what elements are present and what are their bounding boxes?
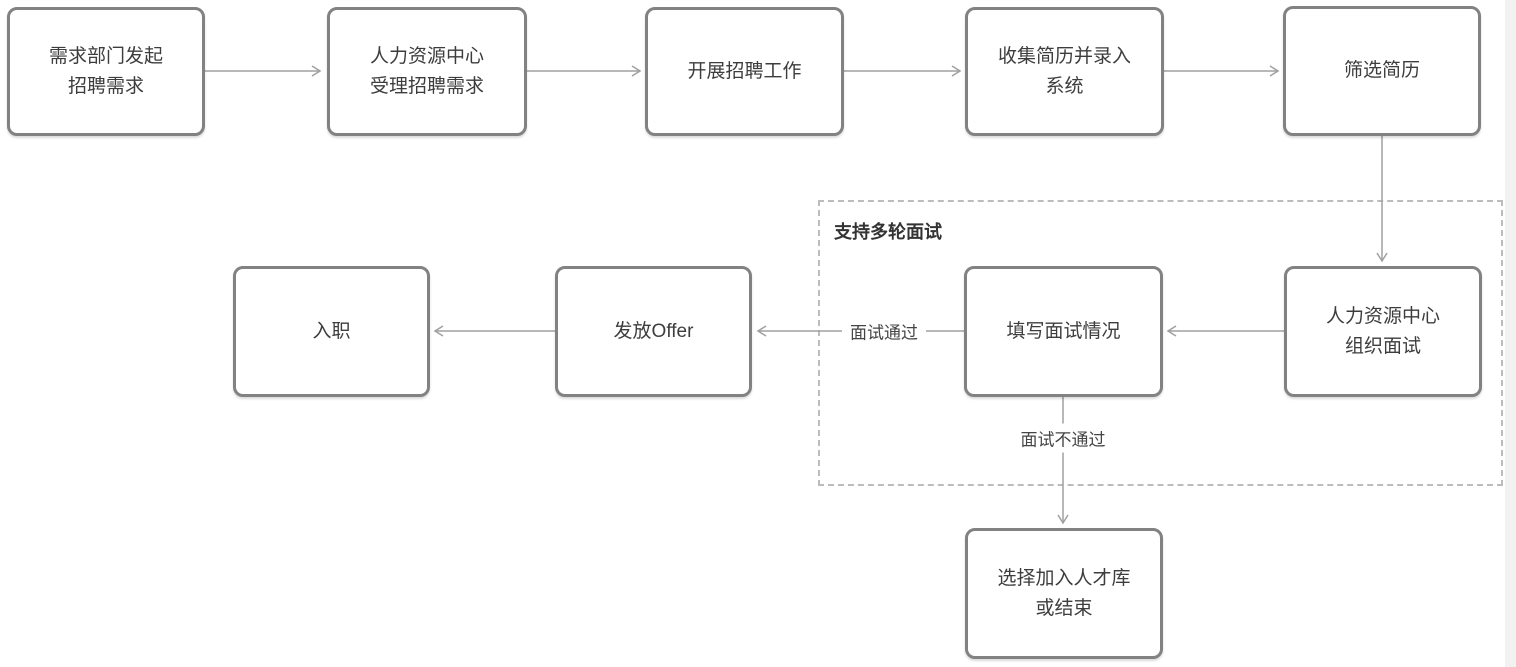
node-onboarding: 入职 [233,266,430,397]
node-initiate-request: 需求部门发起 招聘需求 [7,7,205,136]
node-talent-pool-or-end: 选择加入人才库 或结束 [965,528,1163,659]
edge-label-interview-pass: 面试通过 [842,316,926,346]
node-fill-interview-result: 填写面试情况 [964,266,1163,397]
node-screen-resumes: 筛选简历 [1283,6,1481,136]
node-initiate-request-label: 需求部门发起 招聘需求 [48,45,163,97]
node-organize-interview-label: 人力资源中心 组织面试 [1325,305,1440,357]
node-carry-out-recruitment-label: 开展招聘工作 [687,60,802,82]
node-screen-resumes-label: 筛选简历 [1343,60,1420,81]
edge-label-interview-fail: 面试不通过 [1012,423,1114,453]
node-organize-interview: 人力资源中心 组织面试 [1284,266,1482,397]
node-hr-accept-request-label: 人力资源中心 受理招聘需求 [369,45,484,97]
node-send-offer-label: 发放Offer [613,320,694,342]
node-onboarding-label: 入职 [312,320,351,342]
interview-rounds-group-label: 支持多轮面试 [834,222,942,242]
node-carry-out-recruitment: 开展招聘工作 [645,7,844,136]
node-hr-accept-request: 人力资源中心 受理招聘需求 [327,7,527,136]
node-collect-resumes-label: 收集简历并录入 系统 [997,45,1131,97]
node-send-offer: 发放Offer [555,266,752,397]
node-fill-interview-result-label: 填写面试情况 [1006,320,1121,342]
canvas-right-edge [1505,0,1516,667]
node-talent-pool-or-end-label: 选择加入人才库 或结束 [997,567,1131,619]
interview-rounds-group: 支持多轮面试 [818,200,1503,486]
node-collect-resumes: 收集简历并录入 系统 [965,7,1164,136]
